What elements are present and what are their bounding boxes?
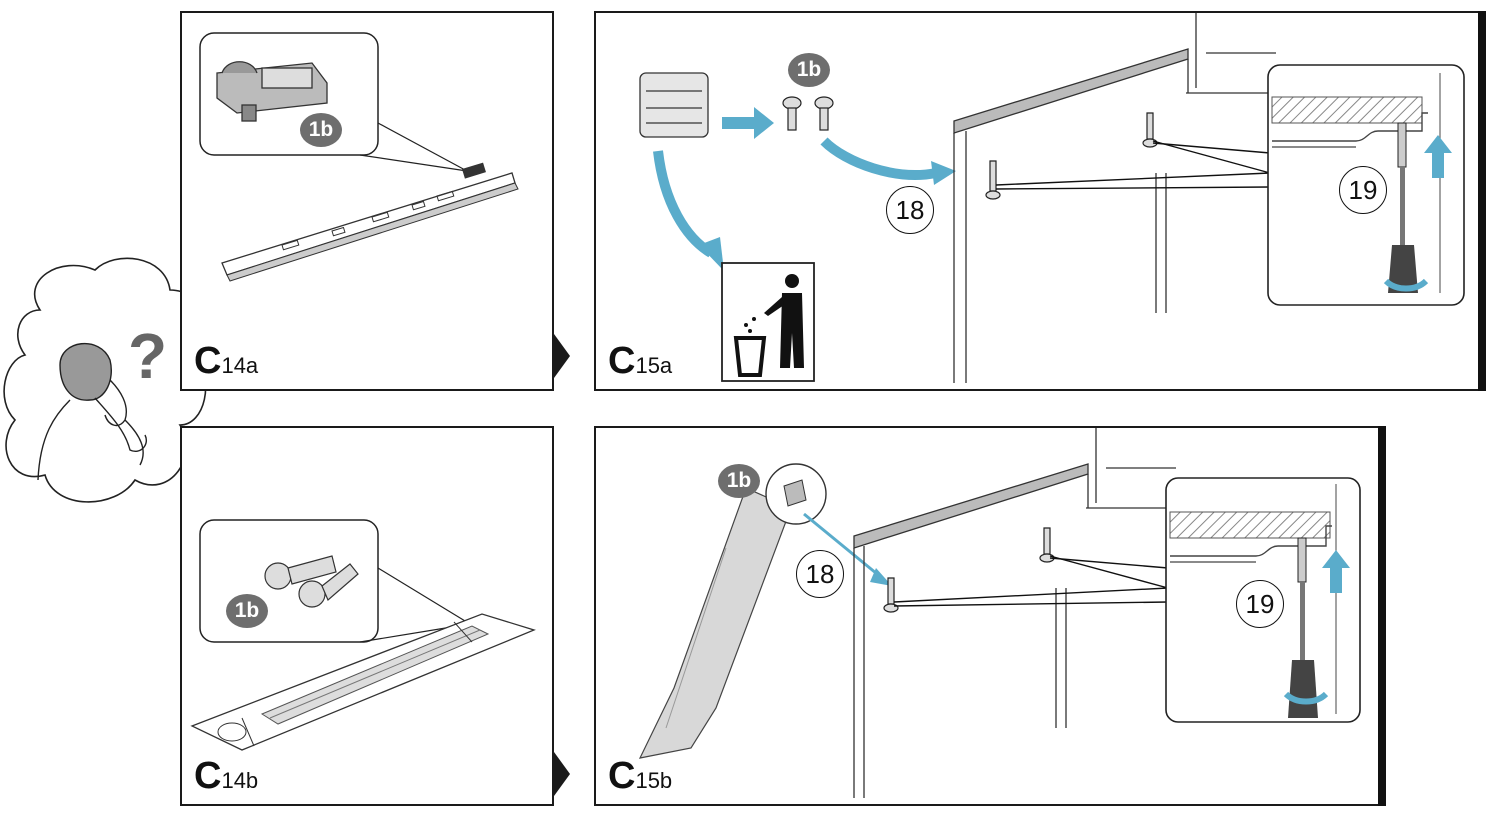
- screw-icon: [782, 96, 834, 131]
- screw-icon: [883, 527, 1055, 613]
- thought-bubble: ?: [3, 257, 207, 503]
- rotate-arrow-icon: [1383, 278, 1429, 292]
- callout-18: 18: [886, 186, 934, 234]
- panel-c15b: 1b 18 19 C15b: [594, 426, 1384, 806]
- panel-c14b: 1b C14b: [180, 426, 554, 806]
- part-badge: 1b: [788, 53, 830, 87]
- panel-c15a: 1b 18 19 C15a: [594, 11, 1484, 391]
- screw-icon: [985, 112, 1158, 200]
- screw-icon: [264, 555, 359, 608]
- callout-18: 18: [796, 550, 844, 598]
- panel-c14a: 1b C14a: [180, 11, 554, 391]
- next-step-arrow: [554, 334, 570, 378]
- person-thinking-icon: [37, 343, 147, 481]
- up-arrow-icon: [1424, 135, 1452, 178]
- rotate-arrow-icon: [1283, 691, 1329, 705]
- step-label: C14a: [194, 340, 259, 382]
- callout-19: 19: [1339, 166, 1387, 214]
- clip-part-icon: [216, 61, 328, 122]
- trash-bin-icon: [733, 274, 804, 377]
- clip-pack-icon: [639, 72, 709, 138]
- cabinet-mounting-illustration-b: [638, 428, 1361, 798]
- screwdriver-icon: [1388, 122, 1418, 293]
- callout-19: 19: [1236, 580, 1284, 628]
- bag-rail-icon: [638, 463, 827, 759]
- up-arrow-icon: [1322, 550, 1350, 593]
- panel-edge: [1478, 11, 1486, 391]
- question-mark-icon: ?: [128, 320, 167, 392]
- panel-edge: [1378, 426, 1386, 806]
- part-badge: 1b: [226, 594, 268, 628]
- rail-with-clip-illustration: [199, 32, 519, 282]
- step-label: C15b: [608, 755, 673, 797]
- part-badge: 1b: [718, 464, 760, 498]
- step-label: C15a: [608, 340, 673, 382]
- next-step-arrow: [554, 752, 570, 796]
- rail-in-bag-illustration: [190, 519, 536, 751]
- part-badge: 1b: [300, 113, 342, 147]
- step-label: C14b: [194, 755, 259, 797]
